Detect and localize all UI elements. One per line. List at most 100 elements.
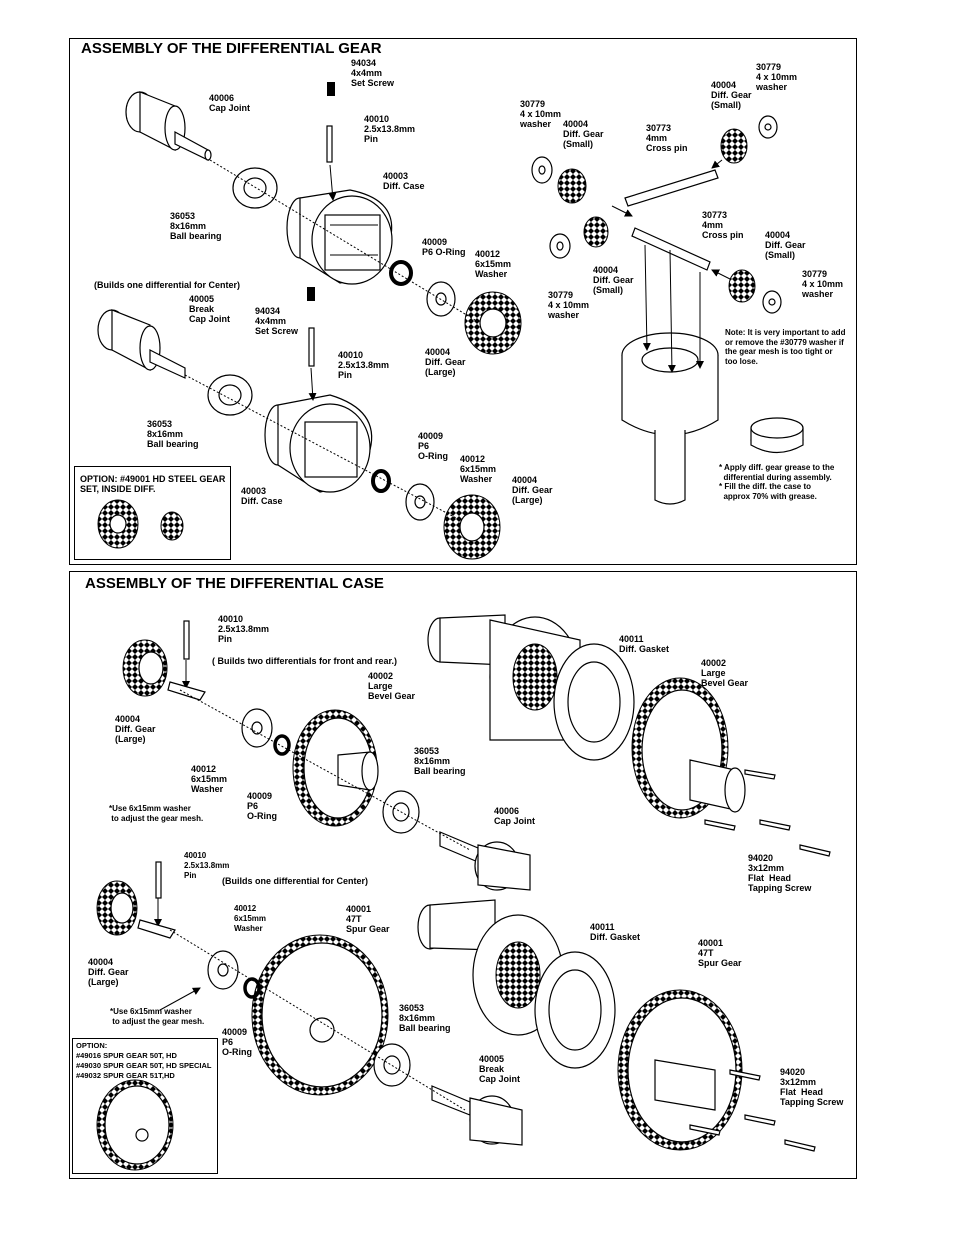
label-40002-a: 40002 Large Bevel Gear bbox=[368, 671, 416, 701]
label-30773-b: 30773 4mm Cross pin bbox=[702, 210, 744, 240]
o-ring-case-a bbox=[273, 734, 291, 756]
pin-center bbox=[308, 327, 315, 367]
spur-gear-case-b bbox=[617, 989, 743, 1151]
label-40004-s4: 40004 Diff. Gear (Small) bbox=[593, 265, 634, 295]
label-40010-c: 40010 2.5x13.8mm Pin bbox=[218, 614, 270, 644]
diff-case-center bbox=[264, 394, 373, 493]
pin-case-b bbox=[155, 861, 162, 899]
label-40009-c: 40009 P6 O-Ring bbox=[247, 791, 277, 821]
ball-bearing-center bbox=[207, 374, 253, 416]
cross-pin-b bbox=[631, 227, 711, 271]
label-30779-d: 30779 4 x 10mm washer bbox=[548, 290, 590, 320]
label-40005: 40005 Break Cap Joint bbox=[189, 294, 231, 324]
label-40012-d: 40012 6x15mm Washer bbox=[234, 904, 267, 933]
washer-small-c bbox=[758, 115, 778, 139]
option-box-steel-gear bbox=[74, 466, 231, 560]
cap-joint-case-a bbox=[439, 831, 531, 891]
break-cap-joint bbox=[97, 309, 186, 379]
label-washer-note-b: *Use 6x15mm washer to adjust the gear me… bbox=[110, 1007, 205, 1026]
large-gear-case-a bbox=[122, 639, 206, 701]
label-40004-s1: 40004 Diff. Gear (Small) bbox=[563, 119, 604, 149]
large-gear-center bbox=[443, 494, 501, 560]
set-screw-top bbox=[327, 82, 335, 96]
label-36053-c: 36053 8x16mm Ball bearing bbox=[414, 746, 466, 776]
label-30779-b: 30779 4 x 10mm washer bbox=[756, 62, 798, 92]
label-washer-note-a: *Use 6x15mm washer to adjust the gear me… bbox=[109, 804, 204, 823]
label-94034-a: 94034 4x4mm Set Screw bbox=[351, 58, 395, 88]
label-36053-a: 36053 8x16mm Ball bearing bbox=[170, 211, 222, 241]
label-40004-b: 40004 Diff. Gear (Large) bbox=[512, 475, 553, 505]
label-94020-b: 94020 3x12mm Flat Head Tapping Screw bbox=[780, 1067, 844, 1107]
label-30779-a: 30779 4 x 10mm washer bbox=[520, 99, 562, 129]
label-40004-s2: 40004 Diff. Gear (Small) bbox=[711, 80, 752, 110]
label-40005-b: 40005 Break Cap Joint bbox=[479, 1054, 521, 1084]
note-washer: Note: It is very important to add or rem… bbox=[725, 328, 846, 366]
label-40011-b: 40011 Diff. Gasket bbox=[590, 922, 641, 942]
washer-center bbox=[405, 483, 435, 521]
small-gear-a bbox=[557, 168, 587, 204]
small-gear-d bbox=[728, 269, 756, 303]
label-40011-a: 40011 Diff. Gasket bbox=[619, 634, 670, 654]
label-94034-b: 94034 4x4mm Set Screw bbox=[255, 306, 299, 336]
label-36053-b: 36053 8x16mm Ball bearing bbox=[147, 419, 199, 449]
ball-bearing-case-b bbox=[373, 1043, 411, 1087]
label-center-note-b: (Builds one differential for Center) bbox=[222, 876, 369, 886]
differential-gear-panel bbox=[69, 38, 857, 565]
bevel-gear-case-b bbox=[631, 677, 746, 819]
label-40004-d: 40004 Diff. Gear (Large) bbox=[88, 957, 129, 987]
differential-gear-title: ASSEMBLY OF THE DIFFERENTIAL GEAR bbox=[81, 40, 382, 57]
set-screw-center bbox=[307, 287, 315, 301]
option-spur-gear-title: OPTION: #49016 SPUR GEAR 50T, HD #49030 … bbox=[76, 1041, 212, 1080]
o-ring-center bbox=[371, 469, 391, 493]
washer-small-a bbox=[531, 156, 553, 184]
label-40004-a: 40004 Diff. Gear (Large) bbox=[425, 347, 466, 377]
pin-top bbox=[326, 125, 333, 163]
label-40009-b: 40009 P6 O-Ring bbox=[418, 431, 448, 461]
label-40003-b: 40003 Diff. Case bbox=[241, 486, 283, 506]
gasket-case-b bbox=[534, 951, 616, 1069]
label-36053-d: 36053 8x16mm Ball bearing bbox=[399, 1003, 451, 1033]
label-40010-a: 40010 2.5x13.8mm Pin bbox=[364, 114, 416, 144]
label-40012-a: 40012 6x15mm Washer bbox=[475, 249, 512, 279]
ball-bearing-top bbox=[232, 167, 278, 209]
steel-gear-option-large bbox=[97, 499, 139, 549]
label-94020-a: 94020 3x12mm Flat Head Tapping Screw bbox=[748, 853, 812, 893]
label-40004-c: 40004 Diff. Gear (Large) bbox=[115, 714, 156, 744]
bevel-gear-case-a bbox=[292, 709, 379, 827]
large-gear-case-c bbox=[96, 880, 176, 939]
label-center-note: (Builds one differential for Center) bbox=[94, 280, 241, 290]
small-gear-c bbox=[720, 128, 748, 164]
label-40001-a: 40001 47T Spur Gear bbox=[346, 904, 390, 934]
o-ring-top bbox=[389, 260, 413, 286]
label-40009-d: 40009 P6 O-Ring bbox=[222, 1027, 252, 1057]
spur-gear-option bbox=[96, 1079, 174, 1171]
pin-case-a bbox=[183, 620, 190, 660]
break-cap-joint-case bbox=[431, 1085, 523, 1146]
diff-case-open bbox=[621, 332, 719, 505]
label-40006: 40006 Cap Joint bbox=[209, 93, 251, 113]
spur-gear-case-a bbox=[251, 934, 389, 1096]
note-grease: * Apply diff. gear grease to the differe… bbox=[719, 463, 835, 501]
label-40003-a: 40003 Diff. Case bbox=[383, 171, 425, 191]
diff-case-top bbox=[286, 189, 393, 285]
label-30773-a: 30773 4mm Cross pin bbox=[646, 123, 688, 153]
washer-small-b bbox=[549, 233, 571, 259]
steel-gear-option-small bbox=[160, 511, 184, 541]
washer-case-a bbox=[241, 708, 273, 748]
label-40006-b: 40006 Cap Joint bbox=[494, 806, 536, 826]
cross-pin-a bbox=[624, 169, 719, 207]
label-40012-c: 40012 6x15mm Washer bbox=[191, 764, 228, 794]
washer-small-d bbox=[762, 290, 782, 314]
cap-joint-top bbox=[125, 91, 212, 161]
screws-case-b bbox=[689, 1069, 816, 1152]
small-gear-b bbox=[583, 216, 609, 248]
label-front-rear-note: ( Builds two differentials for front and… bbox=[212, 656, 398, 666]
option-steel-gear-title: OPTION: #49001 HD STEEL GEAR SET, INSIDE… bbox=[80, 474, 226, 494]
label-40010-d: 40010 2.5x13.8mm Pin bbox=[184, 851, 230, 880]
label-40012-b: 40012 6x15mm Washer bbox=[460, 454, 497, 484]
label-40010-b: 40010 2.5x13.8mm Pin bbox=[338, 350, 390, 380]
gasket-case-a bbox=[553, 643, 635, 761]
label-40009-a: 40009 P6 O-Ring bbox=[422, 237, 466, 257]
option-box-spur-gear bbox=[72, 1038, 218, 1174]
